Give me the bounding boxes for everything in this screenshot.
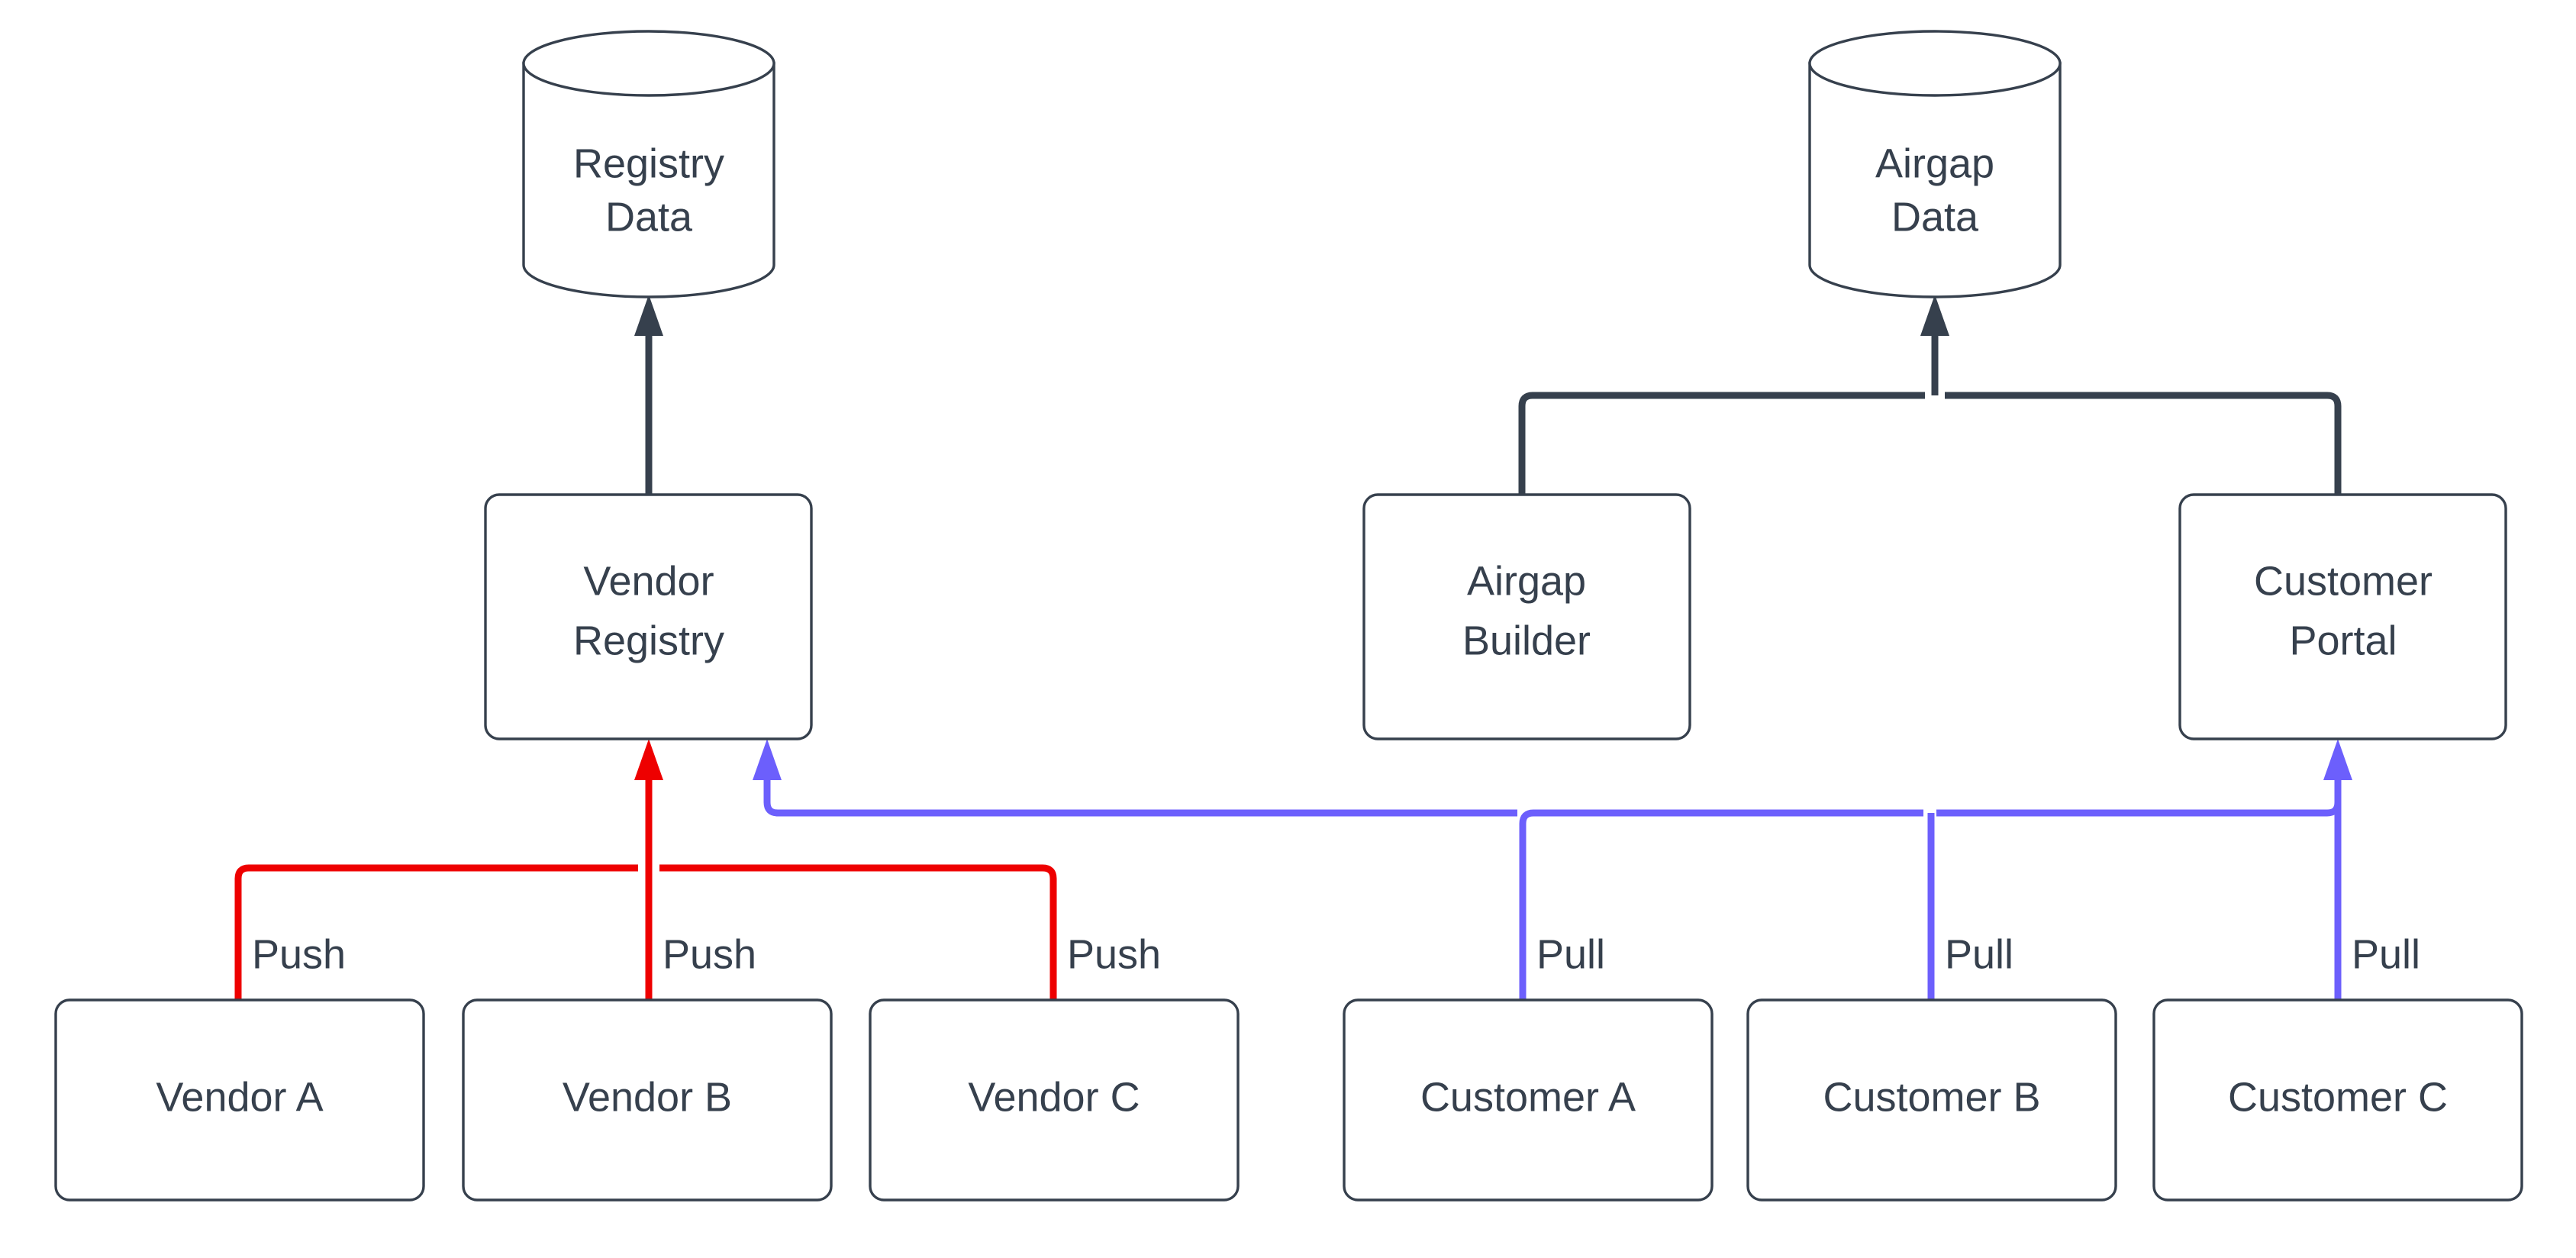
node-vendor-b[interactable]: Vendor B — [462, 998, 833, 1202]
edge-line — [659, 864, 1057, 1000]
edge-label-push-vendor-a: Push — [252, 931, 346, 977]
edge-line — [763, 763, 1517, 817]
node-customer-portal[interactable]: Customer Portal — [2178, 493, 2507, 740]
customer-c-label: Customer C — [2228, 1074, 2448, 1120]
node-box — [1362, 493, 1691, 740]
node-box — [54, 998, 425, 1202]
edge-label-pull-customer-b: Pull — [1945, 931, 2013, 977]
node-box — [1746, 998, 2117, 1202]
node-vendor-registry[interactable]: Vendor Registry — [484, 493, 813, 740]
node-box — [1343, 998, 1714, 1202]
registry-data-label-line1: Registry — [573, 140, 724, 186]
customer-b-label: Customer B — [1823, 1074, 2040, 1120]
arrowhead-icon — [634, 739, 663, 780]
edge-line — [234, 864, 638, 1000]
vendor-a-label: Vendor A — [156, 1074, 323, 1120]
node-airgap-data[interactable]: Airgap Data — [1808, 30, 2062, 298]
node-customer-a[interactable]: Customer A — [1343, 998, 1714, 1202]
node-customer-b[interactable]: Customer B — [1746, 998, 2117, 1202]
vendor-registry-label-line1: Vendor — [583, 558, 714, 604]
edge-customer-portal-to-airgap-data — [1945, 392, 2342, 495]
registry-data-label-line2: Data — [605, 194, 693, 240]
node-box — [869, 998, 1240, 1202]
edge-push-riser-to-vendor-registry — [634, 739, 663, 868]
customer-portal-label-line2: Portal — [2289, 618, 2397, 663]
edge-customer-a-pull — [1519, 809, 1923, 1000]
edge-pull-bus-left-segment — [753, 739, 1517, 817]
edge-label-pull-customer-c: Pull — [2352, 931, 2420, 977]
edge-label-pull-customer-a: Pull — [1536, 931, 1605, 977]
airgap-builder-label-line2: Builder — [1462, 618, 1591, 663]
node-box — [462, 998, 833, 1202]
arrowhead-icon — [634, 295, 663, 336]
edge-line — [1945, 392, 2342, 495]
node-vendor-a[interactable]: Vendor A — [54, 998, 425, 1202]
node-box — [2178, 493, 2507, 740]
vendor-b-label: Vendor B — [563, 1074, 732, 1120]
cylinder-body — [1808, 62, 2062, 298]
node-box — [2152, 998, 2523, 1202]
vendor-registry-label-line2: Registry — [573, 618, 724, 663]
node-registry-data[interactable]: Registry Data — [522, 30, 775, 298]
node-vendor-c[interactable]: Vendor C — [869, 998, 1240, 1202]
arrowhead-icon — [753, 739, 782, 780]
arrowhead-icon — [1920, 295, 1949, 336]
edge-label-push-vendor-c: Push — [1067, 931, 1161, 977]
cylinder-top — [1808, 30, 2062, 97]
customer-a-label: Customer A — [1420, 1074, 1636, 1120]
edge-customer-c-pull — [2323, 739, 2352, 1000]
cylinder-top — [522, 30, 775, 97]
airgap-data-label-line1: Airgap — [1875, 140, 1994, 186]
edge-vendor-c-push — [659, 864, 1057, 1000]
edge-vendor-registry-to-registry-data — [634, 295, 663, 495]
edge-label-push-vendor-b: Push — [663, 931, 756, 977]
edge-line — [1519, 809, 1923, 1000]
airgap-data-label-line2: Data — [1891, 194, 1979, 240]
node-box — [484, 493, 813, 740]
cylinder-body — [522, 62, 775, 298]
vendor-c-label: Vendor C — [968, 1074, 1140, 1120]
edge-airgap-builder-to-airgap-data — [1518, 392, 1925, 495]
airgap-builder-label-line1: Airgap — [1467, 558, 1586, 604]
edge-vendor-a-push — [234, 864, 638, 1000]
customer-portal-label-line1: Customer — [2254, 558, 2433, 604]
edge-pull-bus-right-segment — [1936, 802, 2342, 817]
node-airgap-builder[interactable]: Airgap Builder — [1362, 493, 1691, 740]
edge-airgap-bus-riser — [1920, 295, 1949, 395]
edge-line — [1936, 802, 2342, 817]
node-customer-c[interactable]: Customer C — [2152, 998, 2523, 1202]
edge-line — [1518, 392, 1925, 495]
arrowhead-icon — [2323, 739, 2352, 780]
